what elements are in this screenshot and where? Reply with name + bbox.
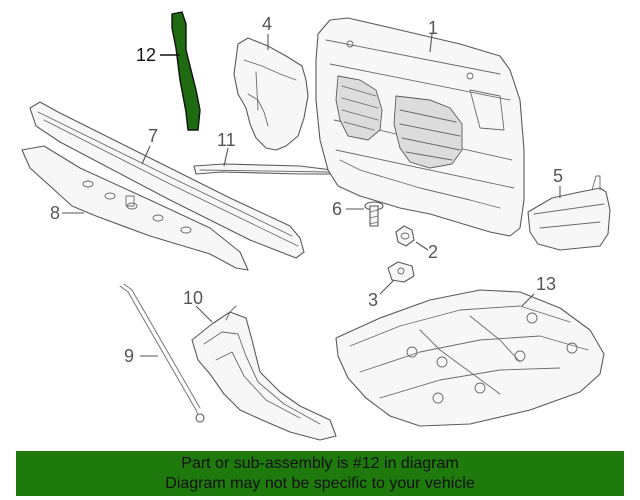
callout-3: 3 [368, 290, 378, 310]
leader-11 [223, 147, 229, 167]
callout-1: 1 [428, 18, 438, 38]
part-5-bracket [527, 175, 611, 251]
parts-diagram: 1 2 3 4 5 6 7 8 9 10 11 12 13 [21, 11, 611, 441]
callout-12: 12 [136, 45, 156, 65]
part-9-rod [119, 283, 205, 423]
callout-7: 7 [148, 126, 158, 146]
callout-9: 9 [124, 346, 134, 366]
banner-line-1: Part or sub-assembly is #12 in diagram [181, 454, 459, 472]
leader-3 [379, 279, 395, 295]
callout-13: 13 [536, 274, 556, 294]
part-6-bolt [364, 201, 384, 227]
callout-4: 4 [262, 14, 272, 34]
callout-6: 6 [332, 199, 342, 219]
callout-5: 5 [553, 166, 563, 186]
part-12-highlighted [171, 11, 201, 131]
leader-13 [521, 293, 535, 307]
info-banner: Part or sub-assembly is #12 in diagram D… [16, 451, 624, 496]
part-10-side-panel [191, 305, 337, 441]
leader-2 [415, 241, 429, 251]
leader-1 [429, 33, 433, 53]
leader-10 [195, 305, 213, 323]
part-4-air-duct [233, 37, 309, 151]
callout-11: 11 [217, 130, 236, 150]
part-11-strip [193, 163, 337, 175]
banner-line-2: Diagram may not be specific to your vehi… [165, 474, 475, 492]
part-3-nut [387, 261, 415, 283]
part-8-bracket [21, 145, 249, 271]
callout-8: 8 [50, 203, 60, 223]
callout-10: 10 [183, 288, 203, 308]
leader-7 [141, 145, 151, 165]
part-1-grille-frame [315, 17, 525, 237]
callout-2: 2 [428, 242, 438, 262]
part-7-cross-member [29, 101, 305, 259]
part-13-underbody-shield [335, 289, 605, 427]
part-2-clip [395, 225, 415, 247]
